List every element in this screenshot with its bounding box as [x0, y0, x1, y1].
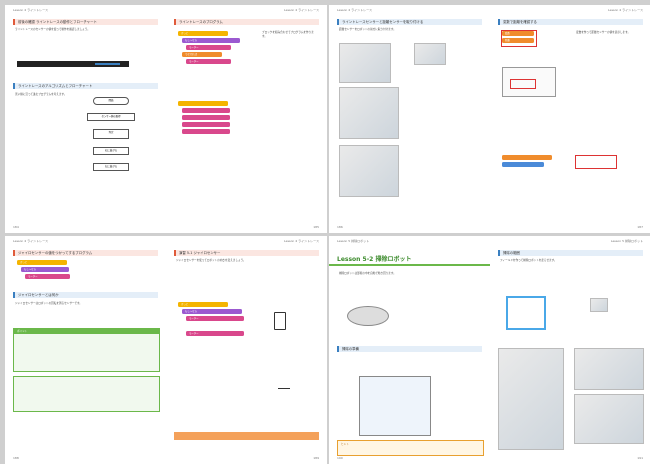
code-block: ずっと [17, 260, 67, 265]
tip-label: ポイント [14, 329, 159, 334]
body-text: ジャイロセンサーはロボットの回転を測るセンサーです。 [15, 302, 82, 305]
section-title: 掃除の準備 [337, 346, 482, 352]
highlight-box [510, 79, 536, 89]
robot-vacuum-illustration [347, 306, 389, 326]
body-text: ライントレースのセンサーの値を使って動作を確認しましょう。 [15, 28, 90, 31]
highlight-box [501, 30, 537, 47]
variable-block: 変数 [502, 31, 534, 36]
section-title: ジャイロセンサーとは何か [13, 292, 158, 298]
body-text: ジャイロセンサーを使ってロボットの向きを変えましょう。 [176, 259, 246, 262]
code-block: もし〜なら [21, 267, 69, 272]
flow-start: 開始 [93, 97, 129, 105]
field-frame [506, 296, 546, 330]
page-header: Lesson 4 ライントレース [284, 239, 319, 243]
page-number: 188 [13, 456, 19, 460]
section-title: 演習 5-1 ジャイロセンサー [174, 250, 319, 256]
field-photo [498, 348, 564, 450]
remote-icon [274, 312, 286, 330]
body-text: ブロックを組み合わせてプログラムを作ります。 [262, 31, 314, 38]
body-text: 掃除ロボットは部屋の中を自動で動き回ります。 [339, 272, 396, 275]
variable-block: 距離 [502, 38, 534, 43]
page-185: Lesson 4 ライントレース ライントレースのプログラム ずっと もし〜なら… [166, 5, 327, 233]
code-block: モーター [186, 59, 231, 64]
page-header: Lesson 4 ライントレース [13, 8, 48, 12]
code-block: もし〜なら [182, 38, 240, 43]
tip-box [13, 376, 160, 412]
robot-photo [339, 43, 391, 83]
sensor-photo [414, 43, 446, 65]
body-text: フィールドを作って掃除ロボットを走らせます。 [500, 259, 557, 262]
code-block [502, 162, 544, 167]
page-number: 184 [13, 225, 19, 229]
page-header: Lesson 5 掃除ロボット [337, 239, 370, 243]
note-box: ヒント [337, 440, 484, 456]
page-number: 187 [637, 225, 643, 229]
highlight-box [575, 155, 617, 169]
page-188: Lesson 4 ライントレース ジャイロセンサーの値をつかってするプログラム … [5, 236, 166, 464]
robot-photo [574, 394, 644, 444]
page-number: 189 [313, 456, 319, 460]
note-label: ヒント [341, 443, 349, 446]
page-header: Lesson 4 ライントレース [284, 8, 319, 12]
page-header: Lesson 4 ライントレース [337, 8, 372, 12]
page-header: Lesson 5 掃除ロボット [610, 239, 643, 243]
body-text: 変数を作って距離センサーの値を表示します。 [576, 31, 631, 34]
section-title: ライントレースのプログラム [174, 19, 319, 25]
code-block [502, 155, 552, 160]
section-title: 前後の確認 ライントレースの動作とフローチャート [13, 19, 158, 25]
code-block: ずっと [178, 302, 228, 307]
section-title: ライントレースセンサーと距離センサーを取り付ける [337, 19, 482, 25]
tip-box: ポイント [13, 328, 160, 372]
code-block [182, 122, 230, 127]
page-header: Lesson 4 ライントレース [608, 8, 643, 12]
robot-photo [339, 87, 399, 139]
code-block [182, 108, 230, 113]
flow-step: 右に曲がる [93, 147, 129, 155]
lesson-bar [329, 264, 490, 266]
section-title: ライントレースのアルゴリズムとフローチャート [13, 83, 158, 89]
robot-photo [574, 348, 644, 390]
flow-step: センサー値の取得 [87, 113, 135, 121]
page-190: Lesson 5 掃除ロボット Lesson 5-2 掃除ロボット 掃除ロボット… [329, 236, 490, 464]
page-number: 185 [313, 225, 319, 229]
page-184: Lesson 4 ライントレース 前後の確認 ライントレースの動作とフローチャー… [5, 5, 166, 233]
page-189: Lesson 4 ライントレース 演習 5-1 ジャイロセンサー ジャイロセンサ… [166, 236, 327, 464]
flow-decision: 判定 [93, 129, 129, 139]
body-text: 黒い線に沿って進むプログラムを考えます。 [15, 93, 67, 96]
code-block [182, 129, 230, 134]
page-header: Lesson 4 ライントレース [13, 239, 48, 243]
line-track [17, 61, 129, 67]
section-title: 変数で距離を確認する [498, 19, 643, 25]
page-186: Lesson 4 ライントレース ライントレースセンサーと距離センサーを取り付け… [329, 5, 490, 233]
part-photo [590, 298, 608, 312]
robot-photo [339, 145, 399, 197]
page-191: Lesson 5 掃除ロボット 掃除の範囲 フィールドを作って掃除ロボットを走ら… [490, 236, 650, 464]
code-block: ずっと [178, 31, 228, 36]
code-block: モーター [25, 274, 70, 279]
note-bar [174, 432, 319, 440]
page-number: 191 [637, 456, 643, 460]
page-number: 186 [337, 225, 343, 229]
code-block [178, 101, 228, 106]
lesson-title: Lesson 5-2 掃除ロボット [337, 256, 412, 263]
section-title: 掃除の範囲 [498, 250, 643, 256]
section-title: ジャイロセンサーの値をつかってするプログラム [13, 250, 158, 256]
heat-icon [278, 374, 290, 389]
line-arrow [95, 63, 120, 65]
code-block: モーター [186, 331, 244, 336]
body-text: 距離センサーをロボットの前方に取り付けます。 [339, 28, 396, 31]
code-block [182, 115, 230, 120]
code-block: モーター [186, 316, 244, 321]
code-block: もし〜なら [182, 309, 242, 314]
page-187: Lesson 4 ライントレース 変数で距離を確認する 変数 距離 変数を作って… [490, 5, 650, 233]
code-block: でなければ [182, 52, 222, 57]
code-block: モーター [186, 45, 231, 50]
dialog-box [502, 67, 556, 97]
flow-step: 左に曲がる [93, 163, 129, 171]
floor-map [359, 376, 431, 436]
page-number: 190 [337, 456, 343, 460]
